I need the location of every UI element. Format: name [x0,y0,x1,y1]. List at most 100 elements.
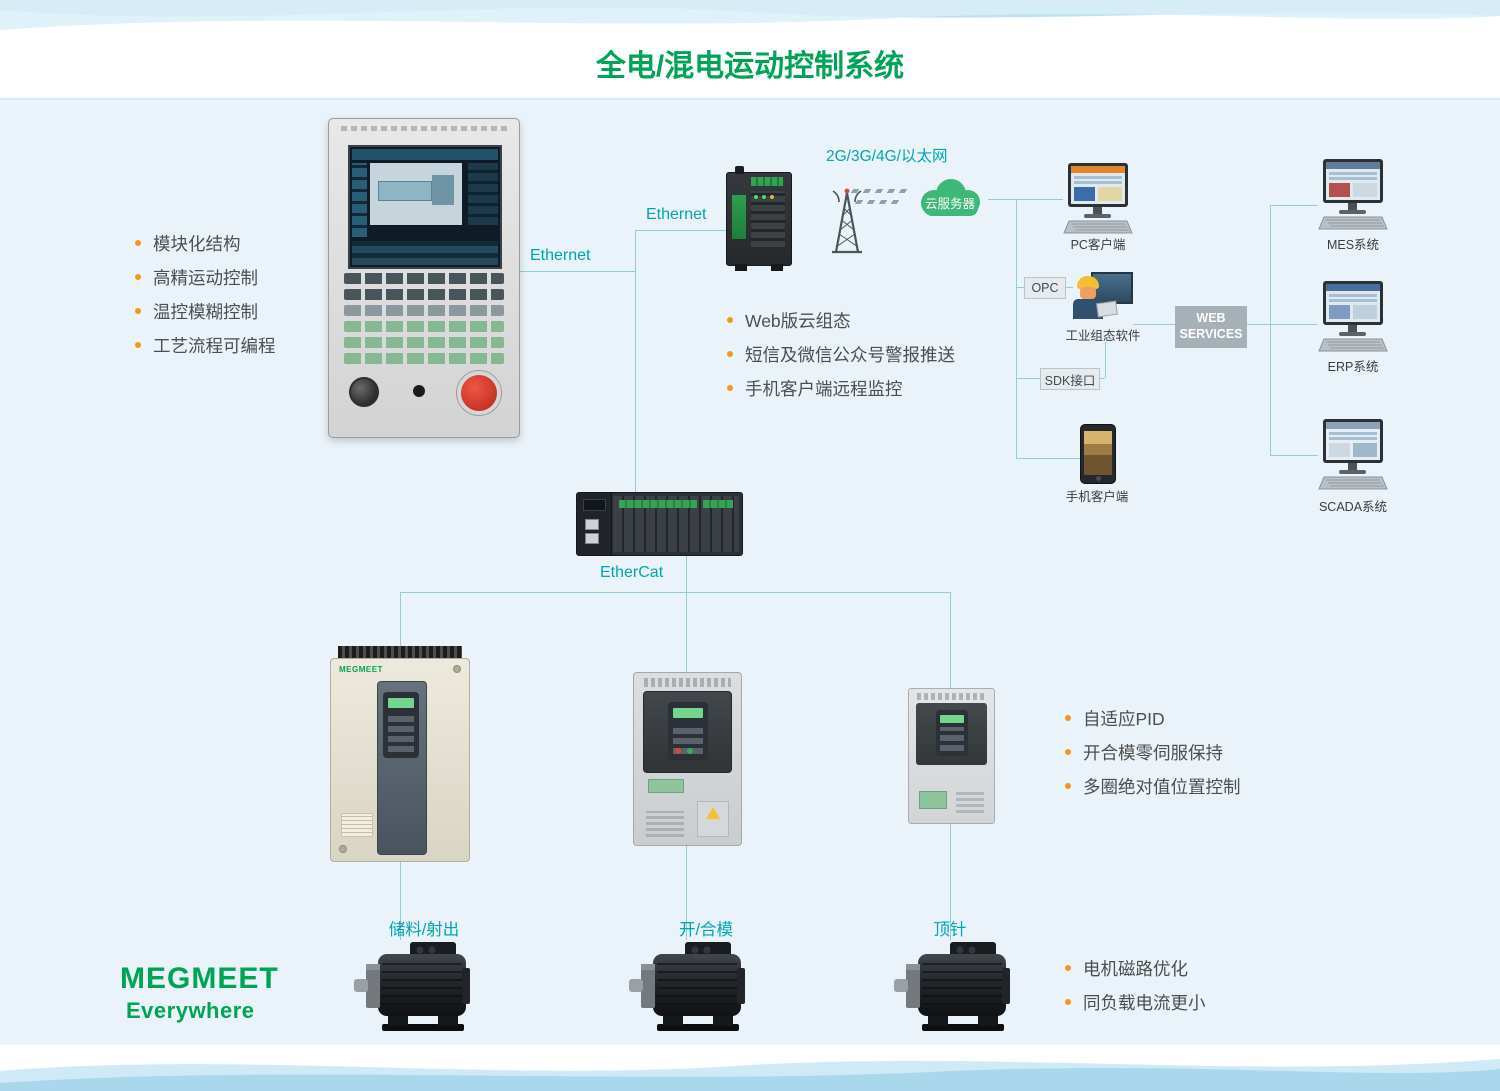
feature-text: 开合模零伺服保持 [1083,742,1223,763]
mobile-client-icon [1080,424,1116,484]
drive-keypad [667,702,708,760]
plc-terminal-blocks [703,500,733,508]
opc-tag: OPC [1024,277,1066,299]
feature-item: 同负载电流更小 [1065,985,1206,1019]
cloud-feature-list: Web版云组态 短信及微信公众号警报推送 手机客户端远程监控 [727,303,955,405]
scada-system-icon [1318,418,1388,492]
iot-gateway-device [726,166,792,271]
erp-caption: ERP系统 [1327,360,1379,374]
connector-line [1133,324,1175,325]
feature-text: 电机磁路优化 [1083,958,1188,979]
bottom-wave-decoration [0,1045,1500,1091]
vent-slots [646,811,684,837]
pc-client-icon [1063,162,1133,236]
connector-line [400,862,401,940]
title-strip: 全电/混电运动控制系统 [0,38,1500,100]
connector-line [1270,324,1318,325]
plc-terminal-blocks [619,500,697,508]
antenna-icon [822,186,872,260]
drive-sticker [648,779,684,793]
bullet-icon [727,317,733,323]
drive-keys [939,727,964,751]
drive-sticker [919,791,947,809]
web-services-tag: WEB SERVICES [1175,306,1247,348]
hmi-function-keys [344,273,504,284]
bullet-icon [135,308,141,314]
feature-item: 模块化结构 [135,226,276,260]
axis-label-injection: 储料/射出 [388,921,460,939]
connector-line [636,230,726,231]
mes-caption: MES系统 [1326,238,1380,252]
feature-text: 自适应PID [1083,708,1165,729]
connector-line [1270,455,1318,456]
ethernet-label-gateway: Ethernet [646,206,707,223]
bullet-icon [135,240,141,246]
feature-text: 手机客户端远程监控 [745,378,903,399]
bullet-icon [1065,965,1071,971]
connector-line [988,199,1063,200]
mobile-client-caption: 手机客户端 [1065,490,1129,504]
sdk-tag: SDK接口 [1040,368,1100,390]
bullet-icon [1065,999,1071,1005]
connector-line [686,844,687,940]
top-wave-decoration [0,0,1500,38]
drive-front-panel [643,691,732,773]
engineer-face [1080,287,1096,299]
feature-text: 多圈绝对值位置控制 [1083,776,1241,797]
wan-label: 2G/3G/4G/以太网 [826,148,948,165]
connector-line [1270,205,1271,455]
bullet-icon [727,351,733,357]
ethernet-port [585,519,599,530]
phone-screen [1084,431,1112,475]
feature-item: 电机磁路优化 [1065,951,1206,985]
bullet-icon [1065,749,1071,755]
bullet-icon [727,385,733,391]
plc-controller [576,492,743,556]
feature-item: 温控模糊控制 [135,294,276,328]
drive-rating-label [341,813,373,837]
warning-label [697,801,729,837]
ethercat-label: EtherCat [600,564,664,581]
hmi-knob [349,377,379,407]
bullet-icon [135,274,141,280]
hmi-keys-row [344,289,504,300]
servo-motor-mold [627,940,747,1040]
feature-text: Web版云组态 [745,310,851,331]
vent-slots [917,693,986,700]
feature-text: 温控模糊控制 [153,301,258,322]
hmi-usb-port [413,385,425,397]
cloud-label: 云服务器 [924,197,975,211]
drive-keys [388,714,414,752]
gateway-leds [754,195,758,199]
connector-line [635,230,636,492]
feature-item: 自适应PID [1065,701,1241,735]
feature-text: 工艺流程可编程 [153,335,276,356]
motor-feature-list: 电机磁路优化 同负载电流更小 [1065,951,1206,1019]
mes-system-icon [1318,158,1388,232]
feature-text: 短信及微信公众号警报推送 [745,344,955,365]
servo-drive-ejector [908,688,995,824]
plc-cpu-module [577,493,612,555]
feature-text: 模块化结构 [153,233,241,254]
connector-line [400,592,401,648]
hmi-controller [328,118,520,438]
axis-label-ejector: 顶针 [933,921,967,939]
connector-line [1016,458,1080,459]
drive-display [388,698,414,708]
pc-client-caption: PC客户端 [1070,238,1126,252]
hmi-screen [348,145,502,269]
gateway-antenna-stub [735,166,744,174]
hmi-vent [341,126,507,131]
feature-text: 同负载电流更小 [1083,992,1206,1013]
bullet-icon [1065,783,1071,789]
gateway-pcb [732,195,746,239]
hmi-keys-row [344,321,504,332]
phone-home-button [1095,476,1101,481]
drive-brand-label: MEGMEET [339,665,383,674]
erp-system-icon [1318,280,1388,354]
drive-feature-list: 自适应PID 开合模零伺服保持 多圈绝对值位置控制 [1065,701,1241,803]
brand-tagline: Everywhere [126,998,255,1023]
vent-slots [956,791,984,813]
servo-drive-mold [633,672,742,846]
